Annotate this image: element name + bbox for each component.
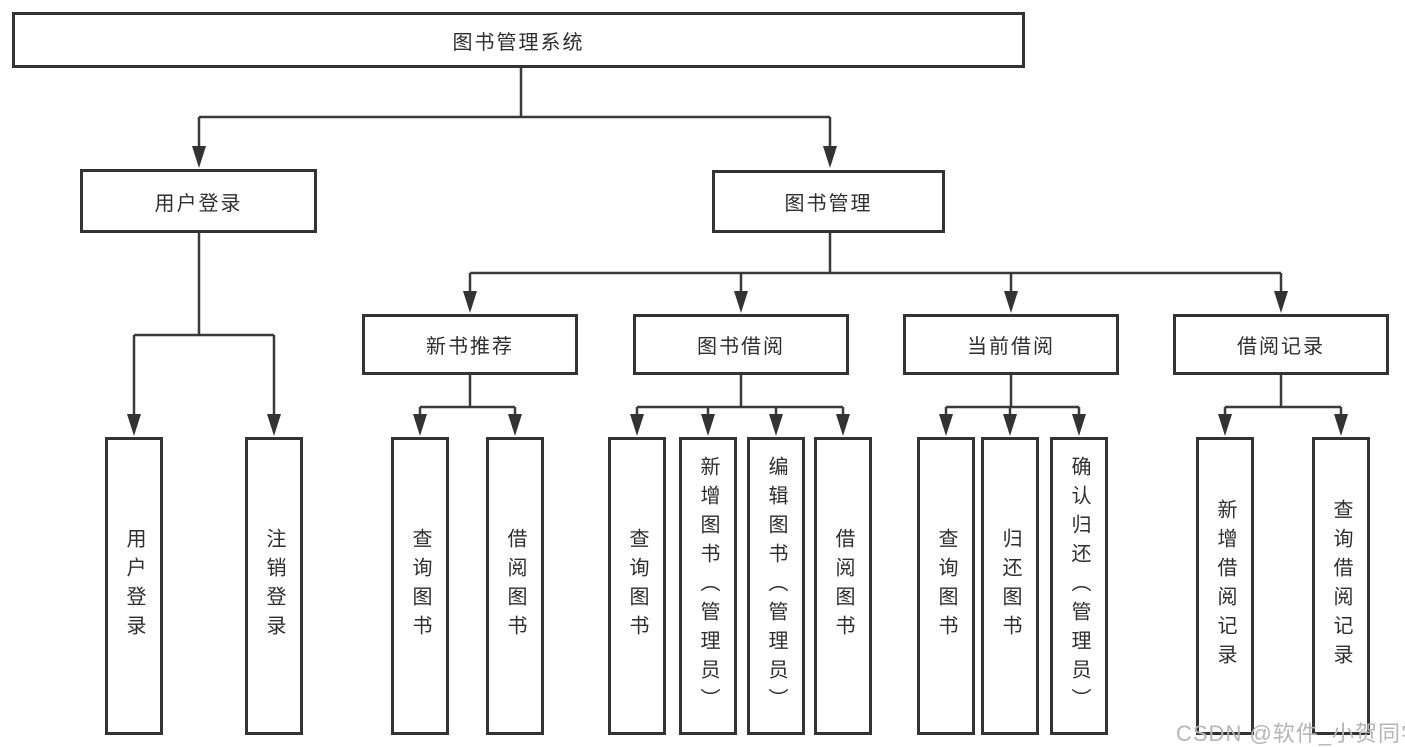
node-library-system-label: 图书管理系统: [452, 31, 585, 54]
leaf-query-borrow-record-label: 查询借阅记录: [1330, 499, 1352, 673]
leaf-edit-books-admin-label: 编辑图书（管理员）: [765, 455, 787, 717]
leaf-return-books-label: 归还图书: [999, 528, 1021, 644]
node-current-borrowing-label: 当前借阅: [967, 336, 1055, 358]
leaf-query-books-borrow-label: 查询图书: [626, 528, 648, 644]
leaf-return-books: 归还图书: [981, 437, 1039, 735]
node-book-management-label: 图书管理: [784, 193, 873, 215]
leaf-borrow-books-recommend-label: 借阅图书: [504, 528, 526, 644]
arrowheads: [127, 146, 1348, 436]
node-book-borrowing-label: 图书借阅: [697, 336, 785, 358]
leaf-query-books-borrow: 查询图书: [608, 437, 666, 735]
leaf-add-books-admin-label: 新增图书（管理员）: [697, 455, 719, 717]
leaf-user-login-label: 用户登录: [123, 528, 145, 644]
leaf-borrow-books: 借阅图书: [814, 437, 872, 735]
leaf-add-books-admin: 新增图书（管理员）: [679, 437, 737, 735]
leaf-user-login: 用户登录: [105, 437, 163, 735]
node-book-borrowing: 图书借阅: [633, 314, 849, 375]
leaf-query-books-recommend: 查询图书: [391, 437, 449, 735]
leaf-add-borrow-record: 新增借阅记录: [1196, 437, 1254, 735]
node-book-management: 图书管理: [712, 170, 945, 233]
csdn-watermark: CSDN @软件_小贺同学: [1176, 721, 1405, 746]
node-user-login-label: 用户登录: [154, 192, 243, 215]
node-borrowing-records: 借阅记录: [1173, 314, 1389, 375]
leaf-borrow-books-recommend: 借阅图书: [486, 437, 544, 735]
leaf-confirm-return-admin-label: 确认归还（管理员）: [1068, 455, 1090, 717]
node-library-system: 图书管理系统: [12, 12, 1025, 68]
leaf-add-borrow-record-label: 新增借阅记录: [1214, 499, 1236, 673]
leaf-borrow-books-label: 借阅图书: [832, 528, 854, 644]
node-borrowing-records-label: 借阅记录: [1237, 336, 1325, 358]
leaf-query-books-current: 查询图书: [917, 437, 975, 735]
leaf-query-borrow-record: 查询借阅记录: [1312, 437, 1370, 735]
node-new-book-recommendation-label: 新书推荐: [426, 336, 514, 358]
leaf-edit-books-admin: 编辑图书（管理员）: [747, 437, 805, 735]
node-new-book-recommendation: 新书推荐: [362, 314, 578, 375]
leaf-query-books-current-label: 查询图书: [935, 528, 957, 644]
leaf-query-books-recommend-label: 查询图书: [409, 528, 431, 644]
leaf-logout: 注销登录: [245, 437, 303, 735]
leaf-confirm-return-admin: 确认归还（管理员）: [1050, 437, 1108, 735]
node-current-borrowing: 当前借阅: [903, 314, 1119, 375]
node-user-login: 用户登录: [80, 169, 317, 233]
leaf-logout-label: 注销登录: [263, 528, 285, 644]
